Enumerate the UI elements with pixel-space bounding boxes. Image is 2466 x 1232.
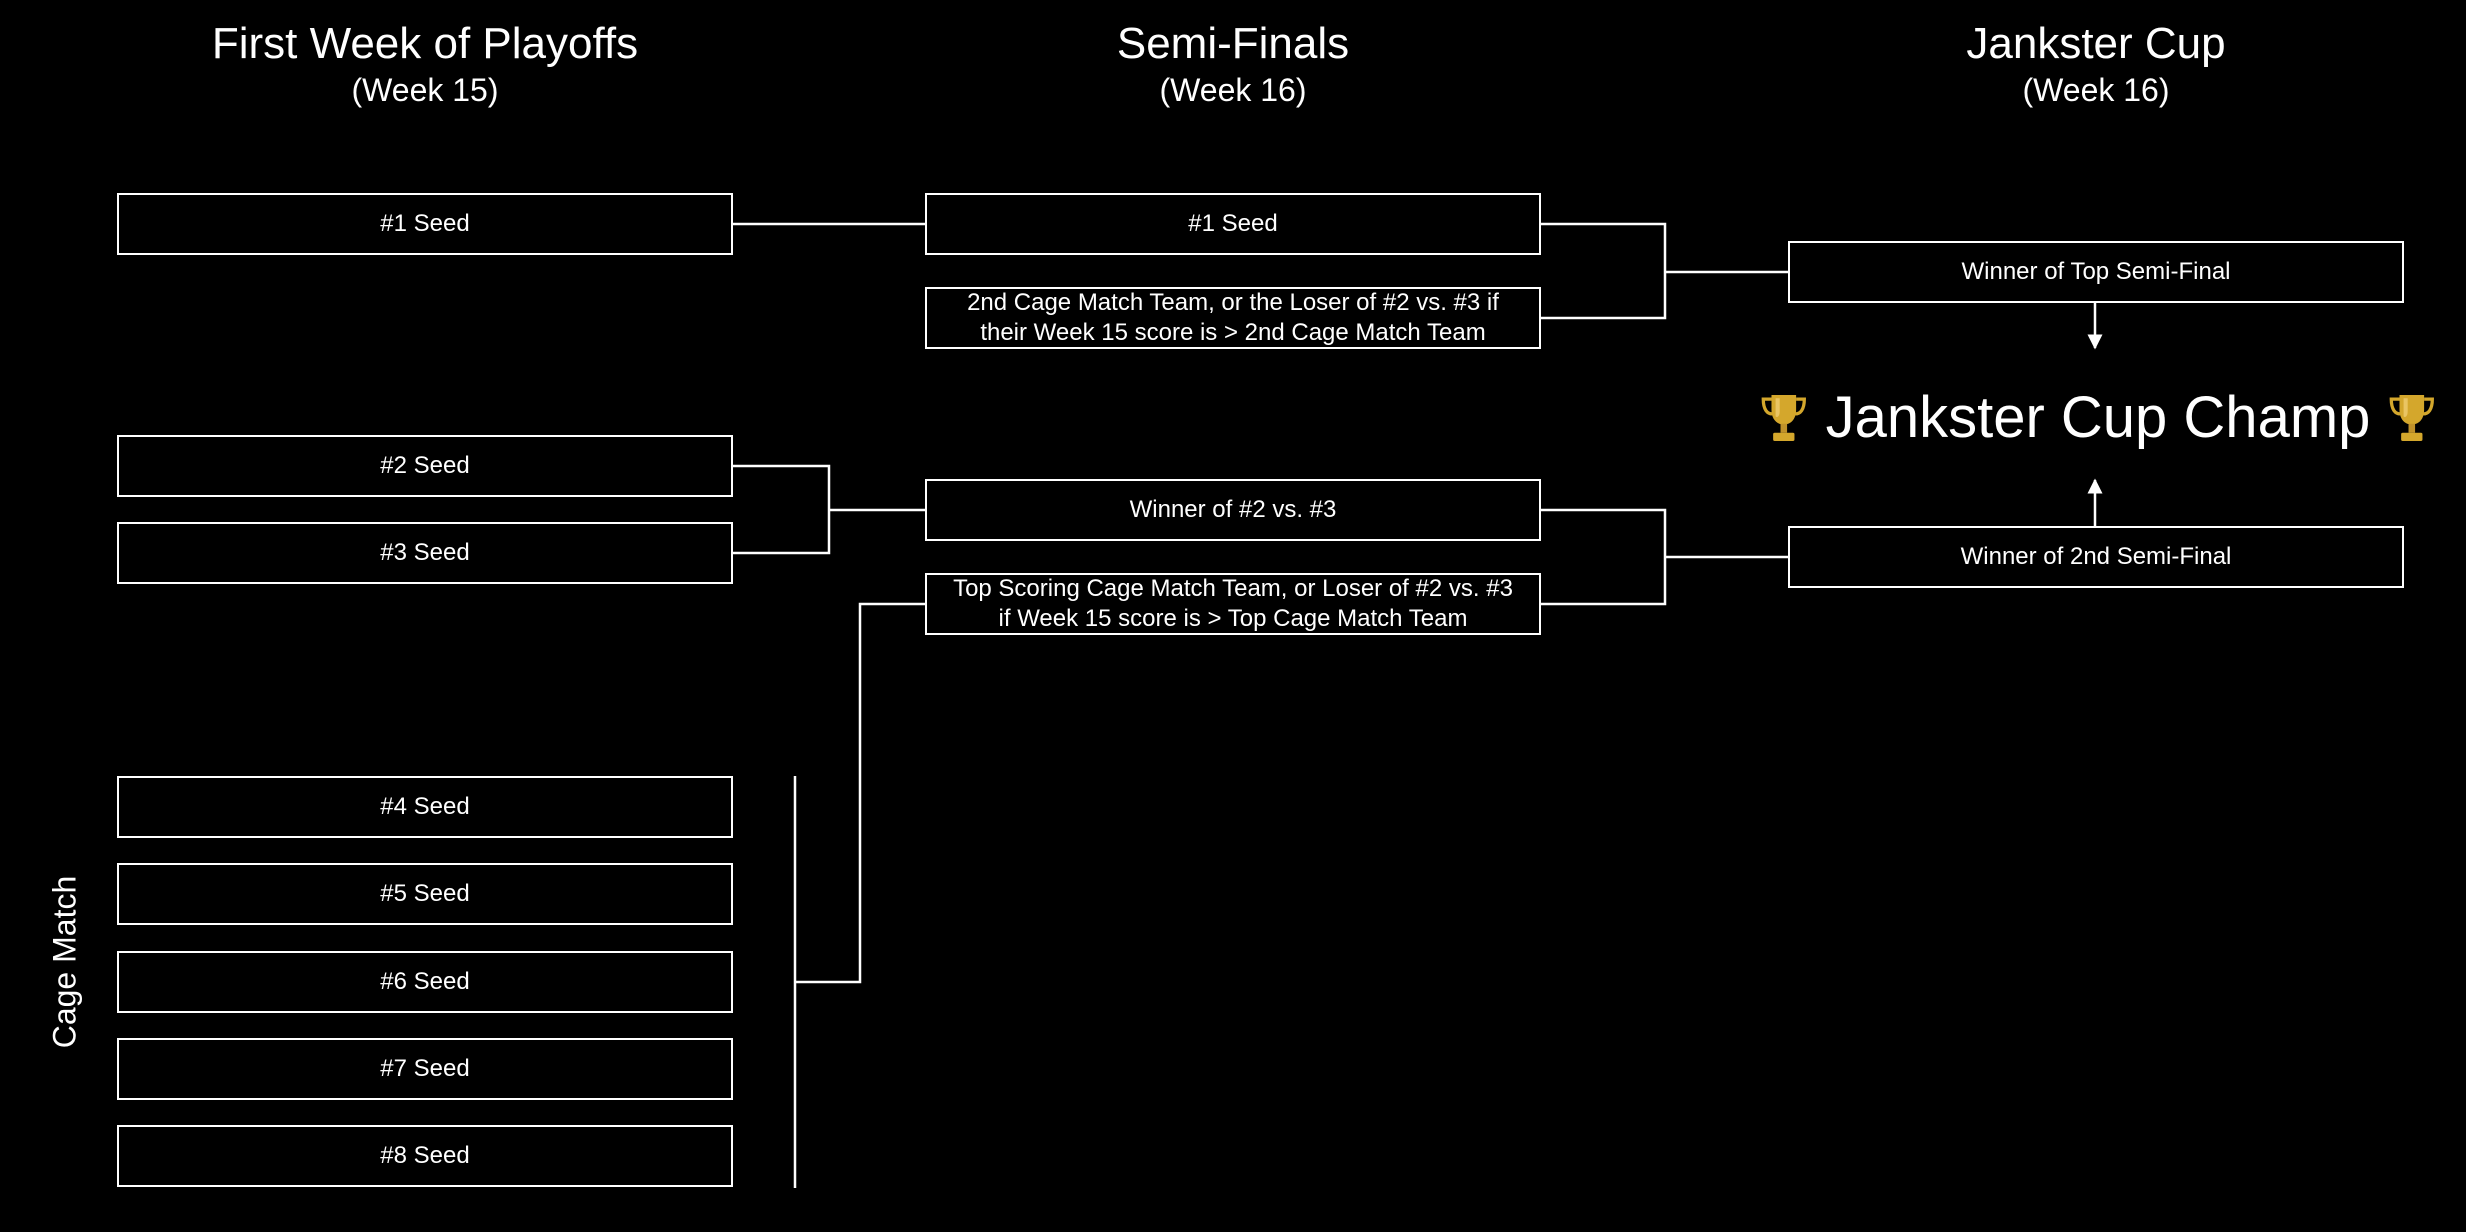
cage-seed6-box: #6 Seed — [117, 951, 733, 1013]
final-top-box: Winner of Top Semi-Final — [1788, 241, 2404, 303]
round1-seed2-box: #2 Seed — [117, 435, 733, 497]
connector-semi-bottom — [1541, 508, 1788, 606]
champion-banner: Jankster Cup Champ — [1760, 372, 2436, 464]
slot-label: #1 Seed — [1188, 210, 1278, 237]
cage-match-label: Cage Match — [46, 875, 83, 1049]
column-header-semis: Semi-Finals (Week 16) — [883, 18, 1583, 110]
seed-label: #2 Seed — [380, 452, 470, 479]
final-bottom-box: Winner of 2nd Semi-Final — [1788, 526, 2404, 588]
seed-label: #7 Seed — [380, 1055, 470, 1082]
slot-label: Winner of #2 vs. #3 — [1129, 496, 1337, 523]
seed-label: #6 Seed — [380, 968, 470, 995]
connector-seed2-seed3 — [733, 464, 925, 555]
semi-slot-2: 2nd Cage Match Team, or the Loser of #2 … — [925, 287, 1541, 349]
semi-slot-1: #1 Seed — [925, 193, 1541, 255]
column-subtitle: (Week 16) — [1159, 72, 1307, 108]
column-subtitle: (Week 16) — [2022, 72, 2170, 108]
champion-title: Jankster Cup Champ — [1825, 385, 2371, 450]
trophy-icon — [1761, 395, 1806, 441]
column-title: Jankster Cup — [1966, 19, 2226, 68]
column-title: Semi-Finals — [1116, 19, 1350, 68]
slot-label: Top Scoring Cage Match Team, or Loser of… — [953, 575, 1513, 632]
seed-label: #3 Seed — [380, 539, 470, 566]
semi-slot-4: Top Scoring Cage Match Team, or Loser of… — [925, 573, 1541, 635]
cage-seed8-box: #8 Seed — [117, 1125, 733, 1187]
semi-slot-3: Winner of #2 vs. #3 — [925, 479, 1541, 541]
column-header-round1: First Week of Playoffs (Week 15) — [75, 18, 775, 110]
seed-label: #5 Seed — [380, 880, 470, 907]
column-subtitle: (Week 15) — [351, 72, 499, 108]
seed-label: #4 Seed — [380, 793, 470, 820]
cage-seed5-box: #5 Seed — [117, 863, 733, 925]
slot-label: Winner of Top Semi-Final — [1961, 258, 2231, 285]
seed-label: #1 Seed — [380, 210, 470, 237]
round1-seed1-box: #1 Seed — [117, 193, 733, 255]
connector-cage-match — [793, 602, 925, 1188]
cage-seed4-box: #4 Seed — [117, 776, 733, 838]
slot-label: Winner of 2nd Semi-Final — [1960, 543, 2232, 570]
round1-seed3-box: #3 Seed — [117, 522, 733, 584]
column-header-cup: Jankster Cup (Week 16) — [1746, 18, 2446, 110]
trophy-icon — [2390, 395, 2435, 441]
connector-semi-top — [1541, 222, 1788, 320]
column-title: First Week of Playoffs — [211, 19, 639, 68]
slot-label: 2nd Cage Match Team, or the Loser of #2 … — [967, 289, 1499, 346]
cage-seed7-box: #7 Seed — [117, 1038, 733, 1100]
seed-label: #8 Seed — [380, 1142, 470, 1169]
